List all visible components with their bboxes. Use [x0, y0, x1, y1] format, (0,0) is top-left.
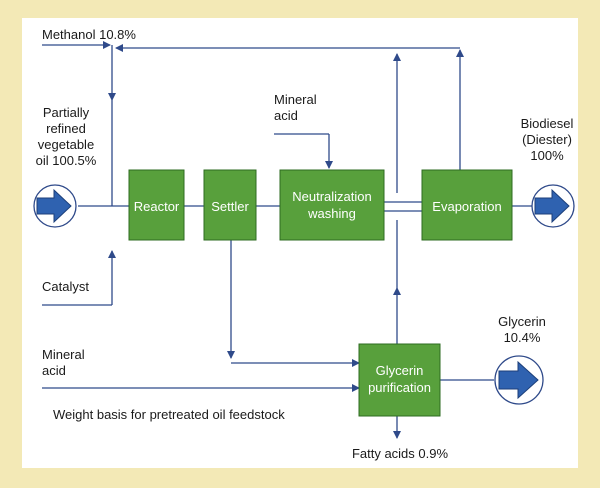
oil-label-2: refined	[46, 121, 86, 136]
neutralization-label-1: Neutralization	[292, 189, 372, 204]
settler-label: Settler	[211, 199, 249, 214]
glycerin-purification-box: Glycerin purification	[358, 343, 441, 417]
oil-label-4: oil 100.5%	[36, 153, 97, 168]
biodiesel-label-2: (Diester)	[522, 132, 572, 147]
biodiesel-label-1: Biodiesel	[521, 116, 574, 131]
catalyst-label: Catalyst	[42, 279, 89, 294]
neutralization-label-2: washing	[307, 206, 356, 221]
process-flow-diagram: Reactor Settler Neutralization washing E…	[33, 27, 575, 461]
biodiesel-label-3: 100%	[530, 148, 564, 163]
oil-label-3: vegetable	[38, 137, 94, 152]
reactor-label: Reactor	[134, 199, 180, 214]
fatty-acids-label: Fatty acids 0.9%	[352, 446, 449, 461]
evaporation-label: Evaporation	[432, 199, 501, 214]
glycerin-label-2: 10.4%	[504, 330, 541, 345]
glycerin-purification-label-2: purification	[368, 380, 431, 395]
mineral-acid-top-label-1: Mineral	[274, 92, 317, 107]
glycerin-label-1: Glycerin	[498, 314, 546, 329]
mineral-acid-bottom-label-2: acid	[42, 363, 66, 378]
neutralization-box: Neutralization washing	[279, 169, 385, 241]
glycerin-output-arrow-icon	[494, 355, 544, 405]
oil-label-1: Partially	[43, 105, 90, 120]
footnote: Weight basis for pretreated oil feedstoc…	[53, 407, 285, 422]
big-input-arrow-icon	[33, 184, 77, 228]
reactor-box: Reactor	[128, 169, 185, 241]
evaporation-box: Evaporation	[421, 169, 513, 241]
mineral-acid-bottom-label-1: Mineral	[42, 347, 85, 362]
big-output-arrow-icon	[531, 184, 575, 228]
diagram-frame: Reactor Settler Neutralization washing E…	[22, 18, 578, 468]
methanol-label: Methanol 10.8%	[42, 27, 136, 42]
settler-box: Settler	[203, 169, 257, 241]
mineral-acid-top-label-2: acid	[274, 108, 298, 123]
glycerin-purification-label-1: Glycerin	[376, 363, 424, 378]
